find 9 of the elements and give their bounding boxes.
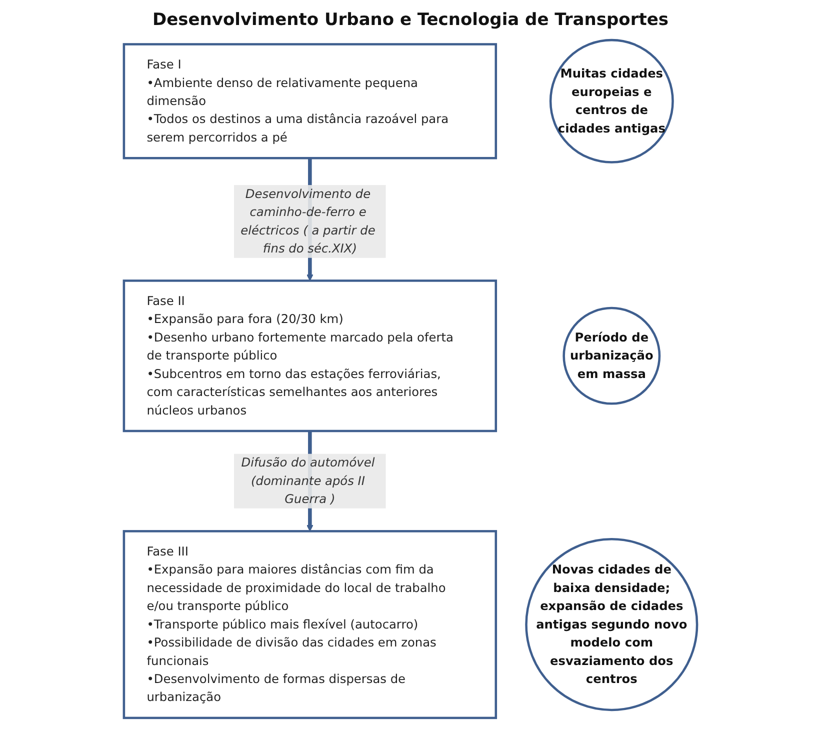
node-circle: Muitas cidades europeias e centros de cidades antigas (549, 38, 674, 164)
edge-label: Desenvolvimento de caminho-de-ferro e eléctricos ( a partir de fins do séc.XIX) (240, 186, 376, 256)
node-circle: Novas cidades de baixa densidade; expansão de cidades antigas segundo novo modelo com esvaziamento dos centros (525, 538, 698, 712)
edge-label: Difusão do automóvel (dominante após II Guerra ) (241, 455, 375, 506)
node-box: Fase III •Expansão para maiores distâncias com fim da necessidade de proximidade do local de trabalho e/ou transporte público •Transporte público mais flexível (autocarro) •Possibilidade de divisão das cidades em zonas funcionais •Desenvolvimento de formas dispersas de urbanização (122, 530, 498, 720)
node-box: Fase II •Expansão para fora (20/30 km) •Desenho urbano fortemente marcado pela oferta de transporte público •Subcentros em torno das estações ferroviárias, com características semelhantes aos anteriores núcleos urbanos (122, 280, 498, 432)
diagram-title: Desenvolvimento Urbano e Tecnologia de Transportes (152, 10, 670, 30)
node-box: Fase I •Ambiente denso de relativamente pequena dimensão •Todos os destinos a uma distância razoável para serem percorridos a pé (122, 43, 498, 160)
node-circle: Período de urbanização em massa (562, 306, 661, 405)
